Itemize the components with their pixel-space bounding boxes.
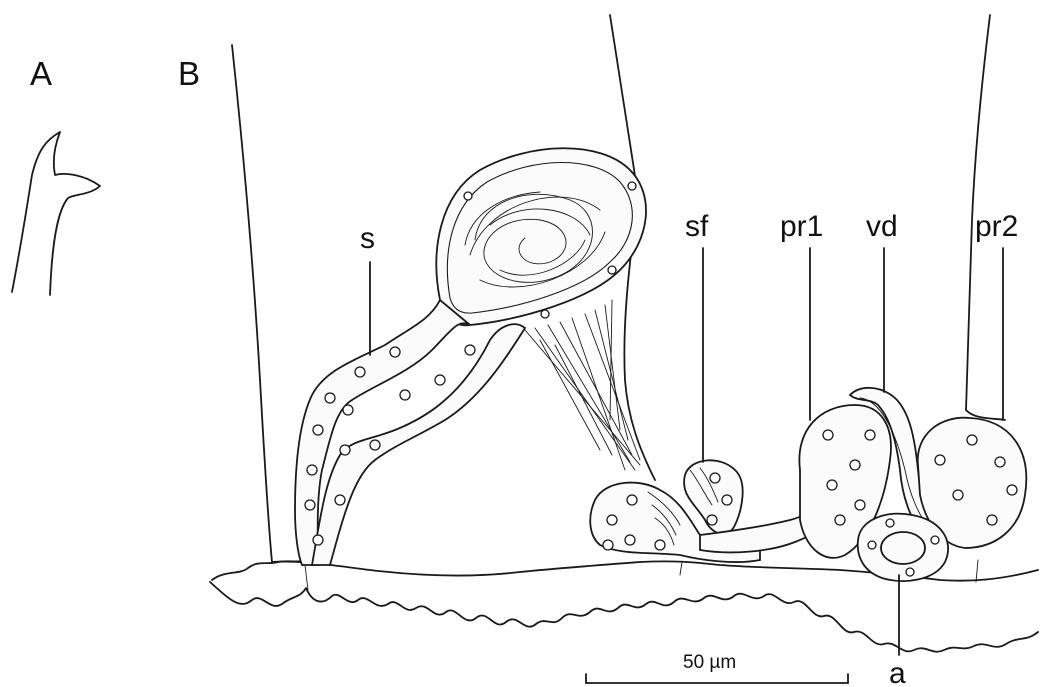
muscle-fibres <box>525 300 640 470</box>
panel-a-label: A <box>30 55 52 92</box>
label-vd: vd <box>866 210 898 243</box>
label-a: a <box>889 657 906 687</box>
label-pr1: pr1 <box>780 210 823 243</box>
sperm-duct <box>295 300 525 565</box>
atrium <box>858 514 948 581</box>
label-pr2: pr2 <box>975 210 1018 243</box>
label-sf: sf <box>685 210 709 243</box>
label-s: s <box>360 222 375 255</box>
scale-bar-label: 50 µm <box>683 652 736 673</box>
panel-b-label: B <box>178 55 200 92</box>
scale-bar: 50 µm <box>586 652 848 683</box>
stylet-drawing <box>12 132 100 295</box>
seminal-receptacle <box>436 148 646 325</box>
